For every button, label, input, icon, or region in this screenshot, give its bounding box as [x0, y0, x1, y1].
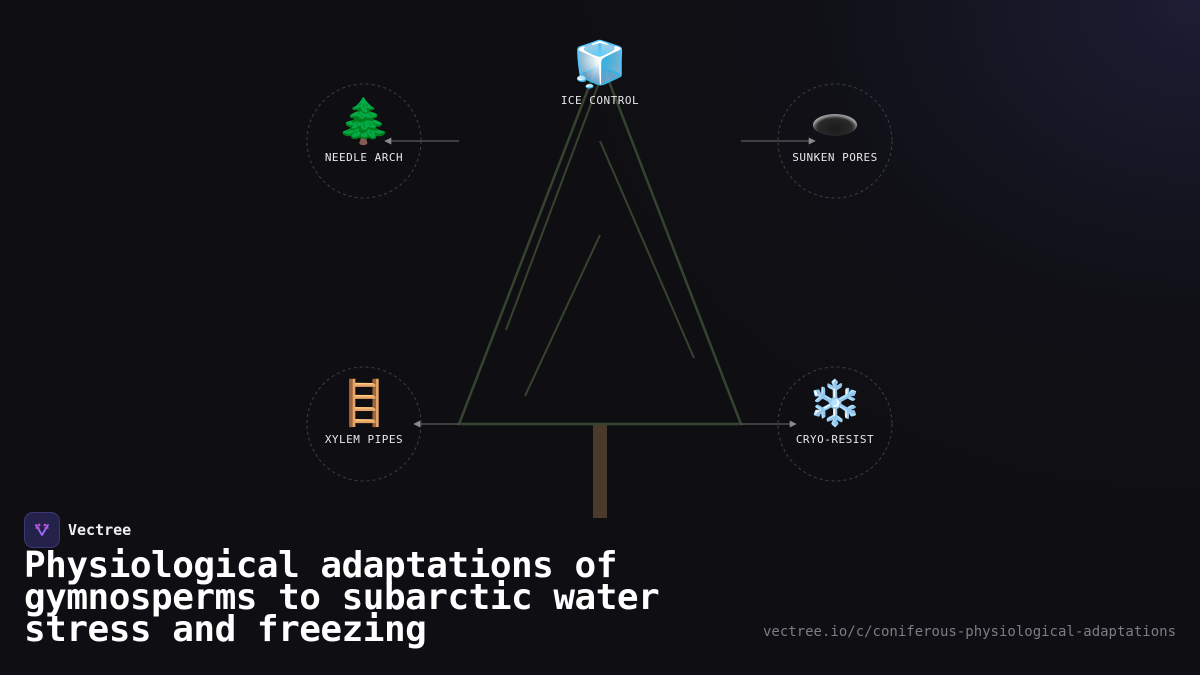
cryo-resist-circle: [777, 366, 893, 482]
evergreen-tree-icon: 🌲: [336, 96, 392, 147]
node-sunken-pores: SUNKEN PORES: [765, 97, 905, 164]
node-cryo-resist: ❄️ CRYO-RESIST: [765, 378, 905, 447]
node-needle-arch: 🌲 NEEDLE ARCH: [294, 96, 434, 165]
node-label-ice-control: ICE CONTROL: [560, 94, 640, 107]
node-label-xylem-pipes: XYLEM PIPES: [324, 433, 404, 446]
node-label-cryo-resist: CRYO-RESIST: [795, 433, 875, 446]
source-url: vectree.io/c/coniferous-physiological-ad…: [762, 624, 1176, 640]
tree-branch-line: [524, 234, 601, 397]
sunken-pores-circle: [777, 83, 893, 199]
hole-icon: [765, 97, 905, 147]
snowflake-icon: ❄️: [807, 378, 863, 429]
tree-outline: [457, 54, 743, 426]
tree-branch-line: [505, 79, 601, 331]
page-title: Physiological adaptations of gymnosperms…: [24, 545, 660, 650]
node-ice-control: 🧊 ICE CONTROL: [530, 39, 670, 108]
brand-name: Vectree: [68, 521, 132, 539]
tree-branch-line: [599, 140, 695, 359]
node-label-needle-arch: NEEDLE ARCH: [324, 151, 404, 164]
vectree-logo-icon: [24, 512, 60, 548]
ice-cube-icon: 🧊: [572, 39, 628, 90]
brand: Vectree: [24, 512, 131, 548]
tree-trunk: [593, 424, 607, 518]
node-label-sunken-pores: SUNKEN PORES: [792, 151, 878, 164]
node-xylem-pipes: 🪜 XYLEM PIPES: [294, 378, 434, 447]
ladder-icon: 🪜: [336, 378, 392, 429]
